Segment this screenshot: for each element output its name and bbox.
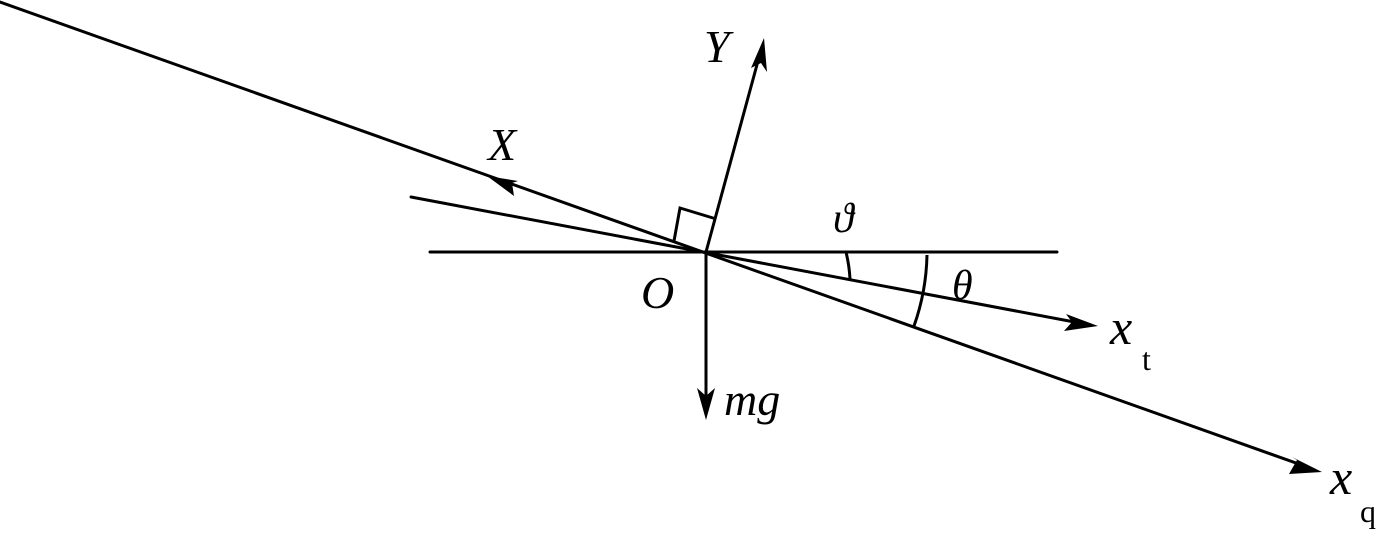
theta-angle-label: θ	[952, 263, 973, 309]
weight-force-arrowhead	[697, 388, 715, 420]
pitch-angle-label: ϑ	[833, 196, 856, 242]
y-force-line	[704, 48, 763, 254]
x-force-arrowhead	[487, 176, 518, 196]
xq-axis-line	[0, 0, 1312, 470]
xq-axis-label: x	[1329, 449, 1352, 505]
xq-arrowhead	[1289, 457, 1322, 474]
xt-axis-subscript: t	[1142, 341, 1151, 377]
origin-label: O	[641, 267, 674, 318]
xq-axis-subscript: q	[1360, 493, 1376, 529]
right-angle-marker	[672, 206, 715, 243]
xt-axis-line	[409, 195, 1087, 326]
pitch-angle-arc	[844, 251, 852, 280]
y-force-arrowhead	[751, 38, 767, 72]
theta-angle-arc	[912, 254, 929, 327]
xt-axis-label: x	[1109, 299, 1132, 355]
xt-arrowhead	[1064, 314, 1098, 331]
weight-label: mg	[724, 374, 780, 425]
x-axis-label: X	[486, 119, 518, 170]
y-axis-label: Y	[704, 21, 734, 72]
